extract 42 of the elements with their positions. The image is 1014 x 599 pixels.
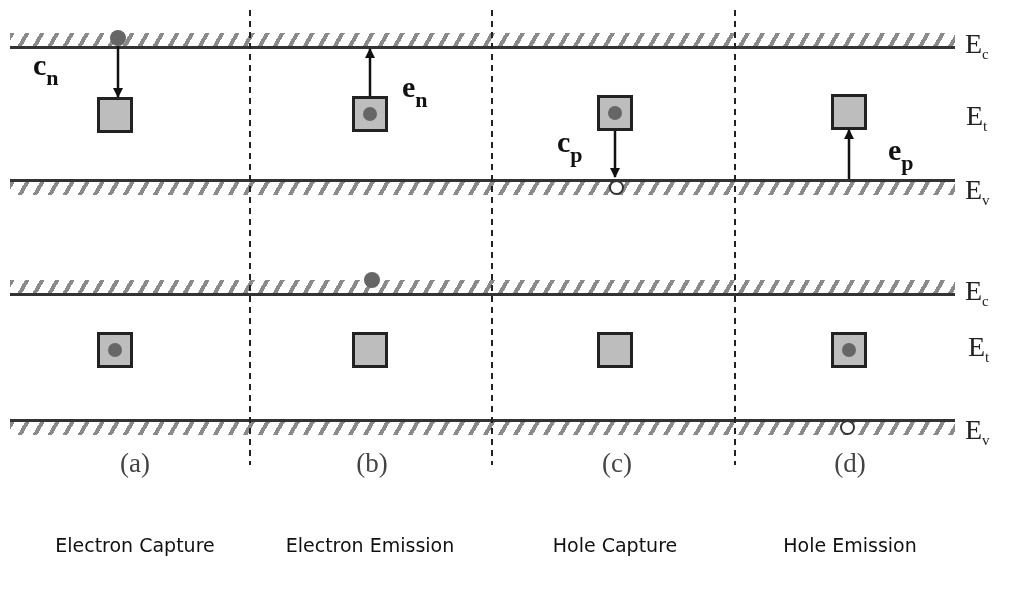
trap-level (831, 332, 867, 368)
arrow (365, 48, 375, 96)
electron (608, 106, 622, 120)
energy-band (10, 280, 955, 296)
edge-label: c$_{p}$ (557, 127, 583, 166)
arrow (610, 131, 620, 178)
trap-level (352, 332, 388, 368)
trap-level (597, 95, 633, 131)
band-label: E$_{v}$ (965, 416, 990, 448)
electron (110, 30, 126, 46)
process-caption: Electron Emission (285, 533, 455, 558)
level-label: E$_{t}$ (968, 333, 990, 365)
panel-label: (a) (119, 448, 151, 479)
energy-band (10, 33, 955, 49)
band-label: E$_{c}$ (965, 30, 989, 62)
energy-band (10, 179, 955, 195)
panel-label: (b) (355, 448, 389, 479)
trap-level (831, 94, 867, 130)
panel-label: (d) (833, 448, 867, 479)
level-label: E$_{t}$ (966, 102, 988, 134)
panel-label: (c) (601, 448, 633, 479)
electron (364, 272, 380, 288)
arrow (844, 129, 854, 179)
process-caption: Electron Capture (54, 533, 216, 558)
edge-label: e$_{p}$ (888, 135, 914, 174)
trap-level (597, 332, 633, 368)
electron (842, 343, 856, 357)
hole (840, 420, 855, 435)
trap-level (97, 332, 133, 368)
band-label: E$_{c}$ (965, 277, 989, 309)
process-caption: Hole Capture (551, 533, 679, 558)
edge-label: e$_{n}$ (402, 72, 428, 111)
trap-level (352, 96, 388, 132)
arrow (113, 46, 123, 98)
energy-band (10, 419, 955, 435)
process-caption: Hole Emission (782, 533, 918, 558)
trap-level (97, 97, 133, 133)
electron (108, 343, 122, 357)
electron (363, 107, 377, 121)
edge-label: c$_{n}$ (33, 50, 59, 89)
hole (609, 180, 624, 195)
band-label: E$_{v}$ (965, 176, 990, 208)
